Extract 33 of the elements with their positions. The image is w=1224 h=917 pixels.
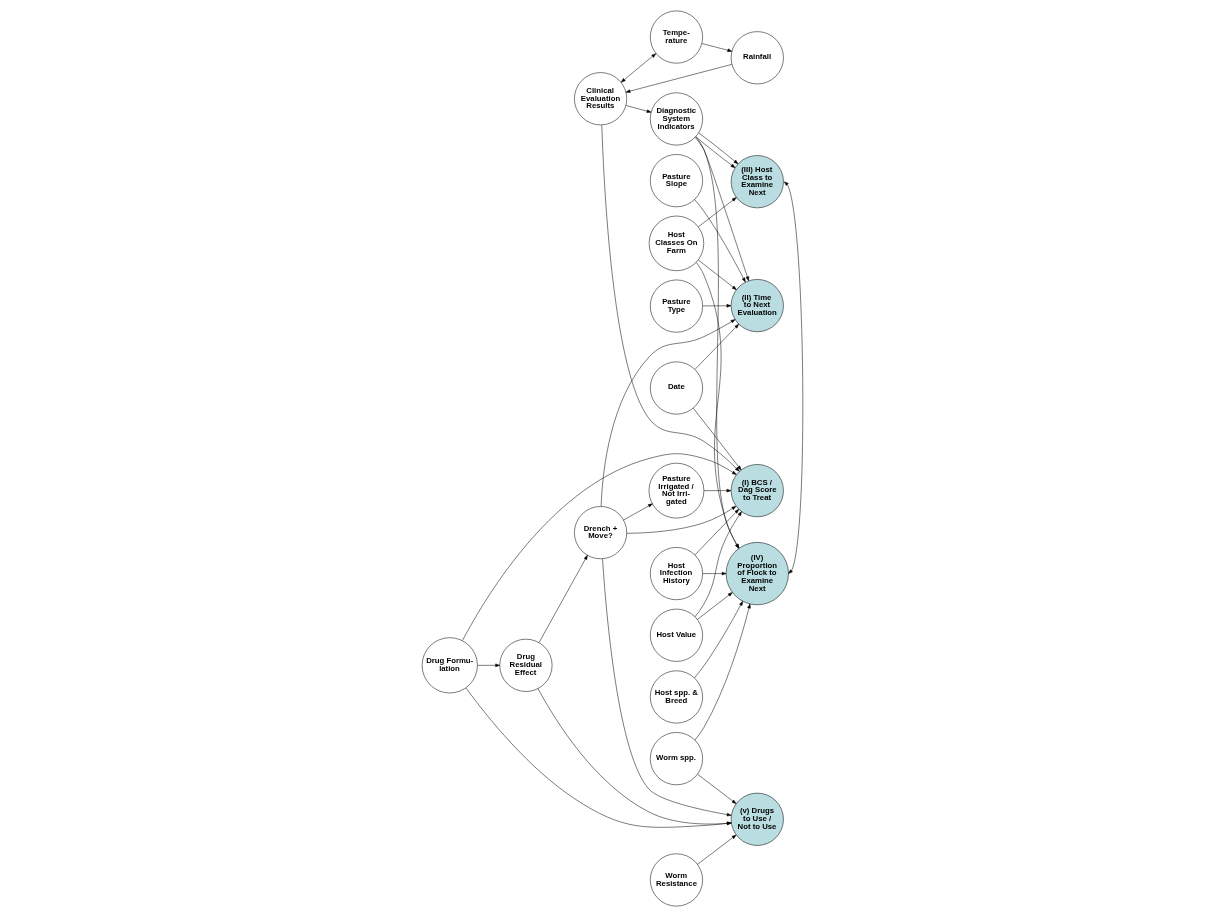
arrow [461,453,737,641]
arrow [694,137,749,282]
arrow [625,105,651,113]
arrow [538,555,588,643]
arrow [703,488,731,493]
arrow [695,136,739,549]
arrow [622,503,653,521]
arrow [696,834,736,865]
arrow [537,688,732,826]
arrow [693,601,743,679]
arrow [465,687,731,828]
arrow [620,53,656,83]
arrow [625,64,732,93]
arrow [696,592,733,620]
arrow [783,181,803,574]
arrow [693,199,746,283]
arrow [476,663,500,668]
arrow [601,558,731,817]
arrow [697,197,737,228]
arrow [694,323,739,370]
arrow [701,43,732,52]
arrow [701,571,726,576]
arrow [694,511,742,617]
arrow [694,509,739,556]
arrow [601,124,740,472]
arrow [697,259,737,290]
arrow [600,319,735,507]
arrow [696,774,736,804]
arrow [626,506,736,534]
arrow [694,603,751,741]
arrow [701,304,731,308]
arrow [692,408,741,471]
arrow [695,262,739,549]
